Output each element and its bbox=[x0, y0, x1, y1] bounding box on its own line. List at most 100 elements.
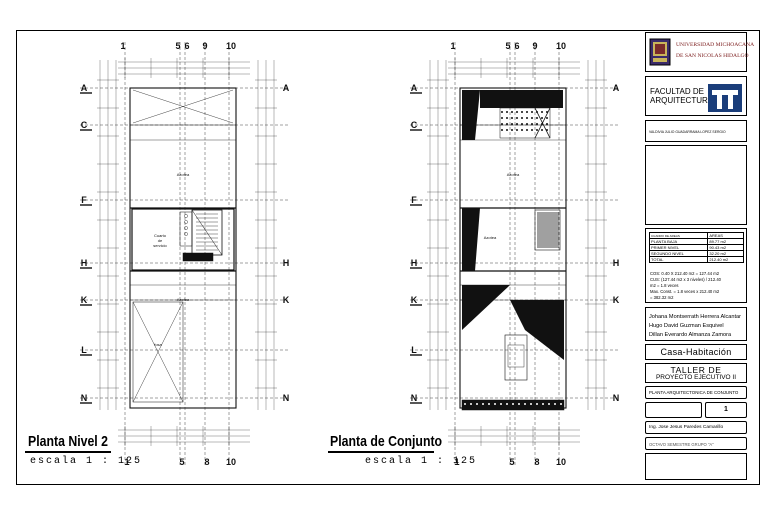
fixture-circle bbox=[184, 214, 188, 218]
fixture-circle bbox=[184, 232, 188, 236]
pattern-dot bbox=[554, 403, 556, 405]
pattern-dot bbox=[531, 117, 533, 119]
pattern-dot bbox=[526, 129, 528, 131]
grid-label-bottom: 8 bbox=[534, 457, 539, 467]
pattern-dot bbox=[541, 129, 543, 131]
solid-fill bbox=[480, 90, 563, 108]
pattern-dot bbox=[521, 129, 523, 131]
student-name: Hugo David Guzman Esquivel bbox=[649, 323, 724, 329]
pattern-dot bbox=[511, 111, 513, 113]
pattern-dot bbox=[536, 129, 538, 131]
room-label: Azotea bbox=[177, 172, 190, 177]
faculty-line-2: ARQUITECTURA bbox=[650, 96, 714, 105]
grid-label-left: H bbox=[81, 258, 88, 268]
pattern-dot bbox=[521, 117, 523, 119]
semester-box: OCTAVO SEMESTRE GRUPO "A" bbox=[645, 437, 747, 450]
grid-label-bottom: 10 bbox=[556, 457, 566, 467]
fixture bbox=[179, 211, 193, 247]
pattern-dot bbox=[501, 123, 503, 125]
grid-label-right: K bbox=[613, 295, 620, 305]
solid-fill bbox=[510, 300, 564, 330]
notes-box bbox=[645, 145, 747, 225]
authors-small-text: VALDIVIA JULIO GUADARRAMA LOPEZ SERGIO bbox=[649, 130, 726, 134]
plan-scale-conjunto: escala 1 : 125 bbox=[365, 456, 478, 467]
pattern-dot bbox=[546, 117, 548, 119]
pattern-dot bbox=[536, 123, 538, 125]
pattern-dot bbox=[506, 403, 508, 405]
stair-landing bbox=[182, 252, 214, 262]
grid-label-bottom: 8 bbox=[204, 457, 209, 467]
areas-box: CUADRO DE AREAS AREAS PLANTA BAJA 89.77 … bbox=[645, 228, 747, 303]
grid-label-bottom: 1 bbox=[454, 457, 459, 467]
areas-note: = 382.32 m2 bbox=[650, 295, 674, 300]
pattern-dot bbox=[521, 111, 523, 113]
pattern-dot bbox=[560, 403, 562, 405]
pattern-dot bbox=[531, 111, 533, 113]
plan-title-underline bbox=[25, 451, 111, 453]
pattern-dot bbox=[511, 129, 513, 131]
grid-label-top: 5 bbox=[505, 41, 510, 51]
footer-box bbox=[645, 453, 747, 480]
grid-label-left: K bbox=[411, 295, 418, 305]
areas-row-value: 212.40 m2 bbox=[707, 256, 744, 263]
project-name-box: Casa-Habitación bbox=[645, 344, 747, 360]
areas-note: Max. Const. = 1.8 veces x 212.40 m2 bbox=[650, 289, 720, 294]
grid-label-left: H bbox=[411, 258, 418, 268]
plan-title-underline bbox=[328, 451, 434, 453]
pattern-dot bbox=[488, 403, 490, 405]
grid-label-left: L bbox=[81, 345, 87, 355]
pattern-dot bbox=[526, 123, 528, 125]
grid-label-top: 1 bbox=[120, 41, 125, 51]
grid-label-right: K bbox=[283, 295, 290, 305]
pattern-dot bbox=[501, 117, 503, 119]
grid-label-top: 1 bbox=[450, 41, 455, 51]
grid-label-top: 10 bbox=[226, 41, 236, 51]
plan-scale-nivel-2: escala 1 : 125 bbox=[30, 456, 143, 467]
grid-label-left: A bbox=[411, 83, 418, 93]
grid-label-top: 5 bbox=[175, 41, 180, 51]
pattern-dot bbox=[500, 403, 502, 405]
roof-diagonal bbox=[132, 89, 234, 124]
pattern-dot bbox=[546, 123, 548, 125]
pattern-dot bbox=[476, 403, 478, 405]
room-label: Cuarto bbox=[154, 233, 167, 238]
room-label: Azotea bbox=[177, 297, 190, 302]
university-line-2: DE SAN NICOLAS HIDALGO bbox=[676, 53, 749, 59]
stair-outline bbox=[534, 209, 561, 251]
grid-label-left: C bbox=[411, 120, 418, 130]
pattern-dot bbox=[521, 123, 523, 125]
grid-label-top: 9 bbox=[202, 41, 207, 51]
grid-label-right: N bbox=[283, 393, 290, 403]
room-label: de bbox=[158, 238, 163, 243]
students-box: Johana Montserrath Herrera Alcantar Hugo… bbox=[645, 307, 747, 341]
plan-title-nivel-2: Planta Nivel 2 bbox=[28, 433, 108, 450]
course-box: TALLER DE PROYECTO EJECUTIVO II bbox=[645, 363, 747, 383]
pattern-dot bbox=[536, 117, 538, 119]
grid-label-top: 9 bbox=[532, 41, 537, 51]
drawing-sheet-border bbox=[16, 30, 760, 485]
student-name: Dillan Everardo Almanza Zamora bbox=[649, 332, 732, 338]
fixture-circle bbox=[184, 226, 188, 230]
wall-line bbox=[534, 107, 551, 139]
university-shield-icon bbox=[649, 38, 671, 66]
pattern-dot bbox=[541, 111, 543, 113]
grid-label-bottom: 5 bbox=[179, 457, 184, 467]
pattern-dot bbox=[511, 123, 513, 125]
pattern-dot bbox=[501, 111, 503, 113]
pattern-dot bbox=[464, 403, 466, 405]
pattern-dot bbox=[506, 117, 508, 119]
pattern-dot bbox=[548, 403, 550, 405]
pattern-dot bbox=[531, 123, 533, 125]
sheet-number-box: 1 bbox=[705, 402, 747, 418]
grid-label-left: K bbox=[81, 295, 88, 305]
roof-diagonal bbox=[132, 301, 184, 403]
grid-label-right: H bbox=[283, 258, 290, 268]
pattern-dot bbox=[506, 123, 508, 125]
room-label: Azotea bbox=[484, 235, 497, 240]
pattern-area bbox=[499, 107, 551, 139]
pattern-dot bbox=[526, 111, 528, 113]
fixture-circle bbox=[184, 220, 188, 224]
stair-diagonal bbox=[191, 209, 223, 256]
pattern-dot bbox=[518, 403, 520, 405]
